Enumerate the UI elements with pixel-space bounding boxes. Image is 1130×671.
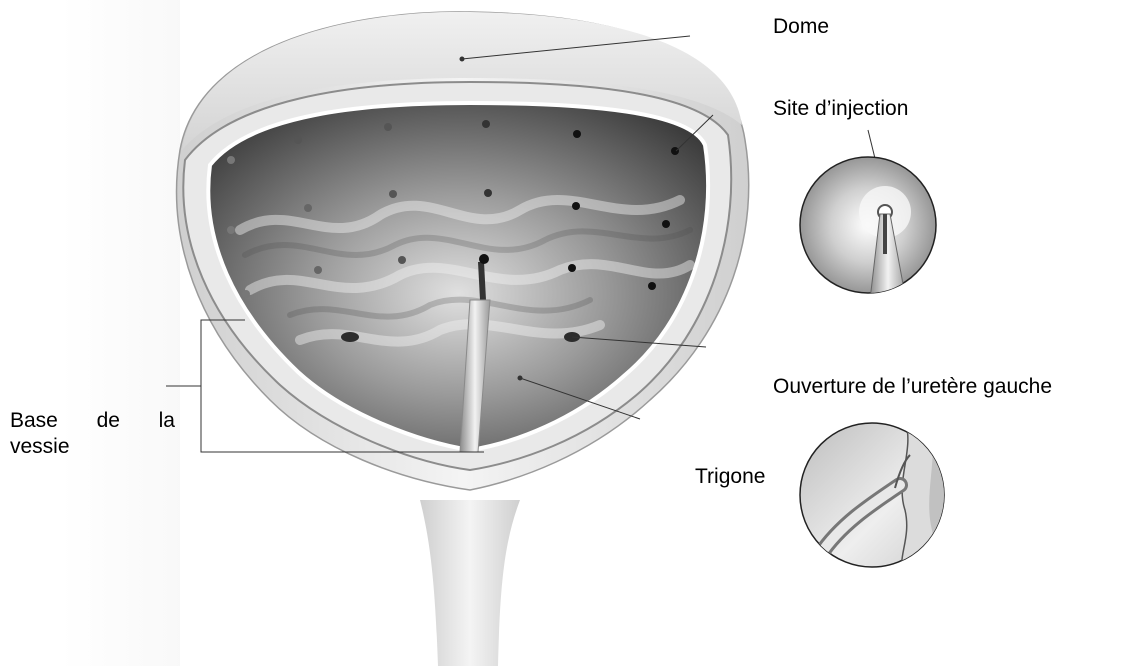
urethra (420, 500, 520, 666)
dome-label: Dome (773, 14, 829, 40)
injection-site-inset (800, 157, 936, 300)
trigone-label: Trigone (695, 464, 765, 490)
injection-site-label: Site d’injection (773, 96, 908, 122)
background-shade (60, 0, 180, 666)
left-ureter-opening-label: Ouverture de l’uretère gauche (773, 374, 1052, 400)
right-ureter-opening (341, 332, 359, 342)
needle-tip-site (479, 254, 489, 264)
bladder-base-label: Base de la vessie (10, 408, 175, 460)
bladder-base-label-line1: Base de la (10, 408, 175, 434)
bladder-base-label-line2: vessie (10, 434, 175, 460)
trigone-inset (800, 420, 960, 575)
